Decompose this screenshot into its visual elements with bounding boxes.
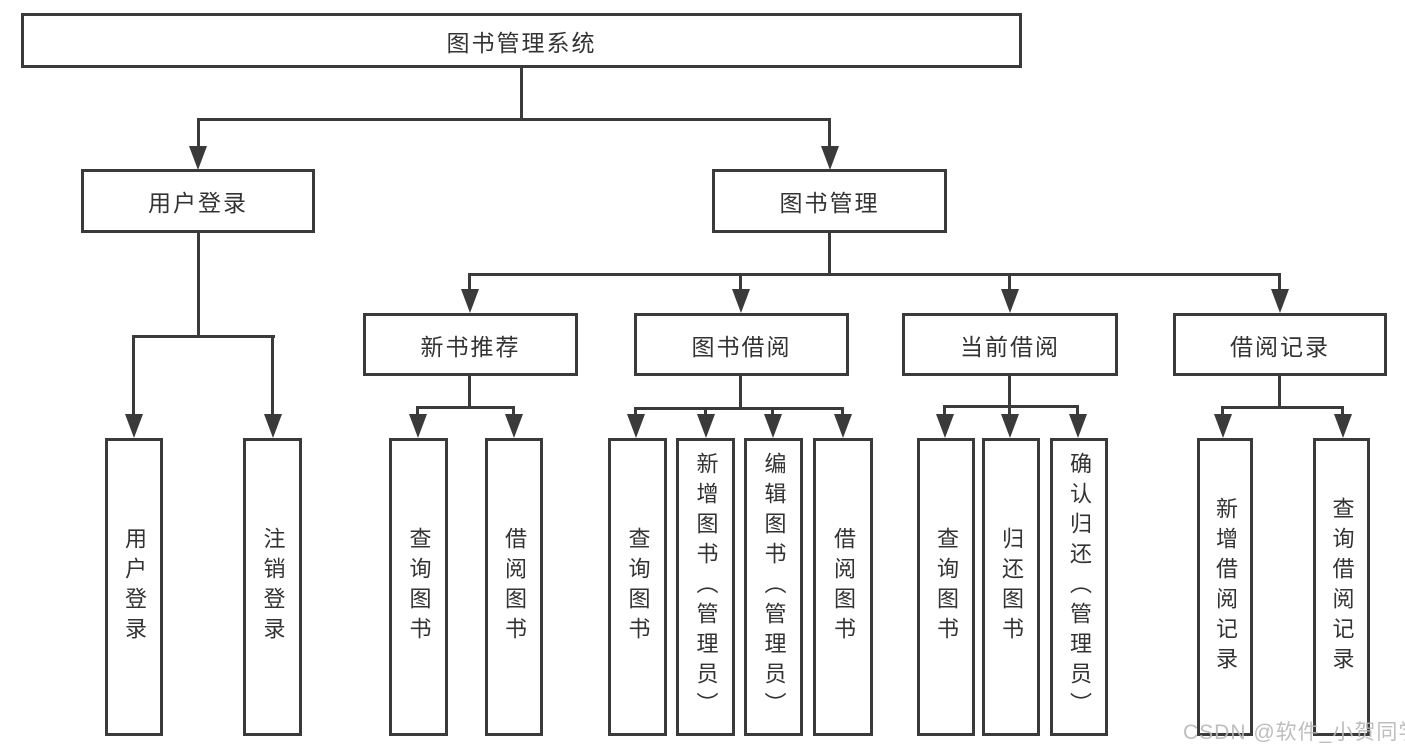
arrowhead-leaf-e1 <box>1214 414 1232 438</box>
leaf-add-borrow-record-label: 新增借阅记录 <box>1213 497 1238 677</box>
node-current: 当前借阅 <box>902 313 1118 376</box>
leaf-borrow-books: 借阅图书 <box>813 438 873 736</box>
connector-current-stem <box>1008 376 1011 405</box>
connector-new-books-branch <box>417 406 515 409</box>
leaf-return-books: 归还图书 <box>982 438 1040 736</box>
connector-level2-branch <box>197 118 831 121</box>
connector-drop-leaf-c2 <box>704 407 707 417</box>
node-user-login-label: 用户登录 <box>148 190 248 216</box>
leaf-query-borrow-record-label: 查询借阅记录 <box>1329 497 1355 677</box>
leaf-query-books-borrow: 查询图书 <box>608 438 667 736</box>
node-records: 借阅记录 <box>1173 313 1387 376</box>
arrowhead-leaf-a1 <box>125 414 143 438</box>
leaf-edit-books-admin: 编辑图书（管理员） <box>744 438 803 736</box>
connector-drop-borrow <box>739 273 742 291</box>
arrowhead-leaf-b1 <box>409 414 427 438</box>
arrowhead-new-books <box>461 289 479 313</box>
connector-drop-book-mgmt <box>828 118 831 148</box>
leaf-query-books-newbooks: 查询图书 <box>389 438 448 736</box>
connector-new-books-stem <box>468 376 471 406</box>
node-new-books-label: 新书推荐 <box>420 333 521 360</box>
connector-drop-leaf-d3 <box>1076 405 1079 417</box>
node-borrow-label: 图书借阅 <box>691 333 792 360</box>
connector-drop-records <box>1278 273 1281 291</box>
connector-book-mgmt-stem <box>828 233 831 273</box>
node-root-library-system: 图书管理系统 <box>21 13 1022 68</box>
connector-current-branch <box>944 405 1079 408</box>
connector-drop-current <box>1008 273 1011 291</box>
leaf-confirm-return-admin-label: 确认归还（管理员） <box>1067 452 1092 722</box>
connector-drop-leaf-c1 <box>634 407 637 417</box>
arrowhead-leaf-c3 <box>764 414 782 438</box>
node-root-label: 图书管理系统 <box>446 29 597 56</box>
node-borrow: 图书借阅 <box>634 313 849 376</box>
leaf-add-books-admin: 新增图书（管理员） <box>676 438 735 736</box>
leaf-logout: 注销登录 <box>243 438 302 736</box>
connector-user-login-branch <box>133 335 275 338</box>
leaf-query-borrow-record: 查询借阅记录 <box>1313 438 1370 736</box>
node-book-mgmt: 图书管理 <box>712 169 947 233</box>
arrowhead-leaf-d3 <box>1069 414 1087 438</box>
leaf-query-books-newbooks-label: 查询图书 <box>406 527 432 647</box>
connector-drop-leaf-a1 <box>132 335 135 415</box>
connector-drop-leaf-a2 <box>271 335 274 415</box>
csdn-watermark: CSDN @软件_小贺同学 <box>1183 721 1405 744</box>
connector-drop-leaf-b1 <box>416 406 419 418</box>
connector-drop-leaf-d1 <box>943 405 946 417</box>
arrowhead-leaf-c2 <box>697 414 715 438</box>
leaf-return-books-label: 归还图书 <box>999 527 1024 647</box>
connector-drop-leaf-b2 <box>512 406 515 418</box>
arrowhead-leaf-b2 <box>505 414 523 438</box>
leaf-query-books-current-label: 查询图书 <box>934 527 959 647</box>
leaf-user-login-label: 用户登录 <box>122 527 147 647</box>
arrowhead-book-mgmt <box>821 146 839 170</box>
leaf-confirm-return-admin: 确认归还（管理员） <box>1050 438 1108 736</box>
arrowhead-leaf-e2 <box>1334 414 1352 438</box>
node-records-label: 借阅记录 <box>1230 333 1330 360</box>
leaf-query-books-borrow-label: 查询图书 <box>625 527 651 647</box>
connector-level3-branch <box>469 273 1281 276</box>
leaf-add-books-admin-label: 新增图书（管理员） <box>693 452 719 722</box>
leaf-borrow-books-newbooks: 借阅图书 <box>485 438 543 736</box>
node-book-mgmt-label: 图书管理 <box>779 190 880 216</box>
connector-drop-leaf-d2 <box>1008 405 1011 417</box>
leaf-borrow-books-newbooks-label: 借阅图书 <box>502 527 527 647</box>
connector-root-stem <box>520 68 523 118</box>
connector-user-login-stem <box>197 233 200 335</box>
arrowhead-user-login <box>189 146 207 170</box>
leaf-query-books-current: 查询图书 <box>917 438 975 736</box>
arrowhead-records <box>1271 289 1289 313</box>
connector-drop-leaf-c4 <box>841 407 844 417</box>
connector-records-branch <box>1222 406 1344 409</box>
arrowhead-borrow <box>732 289 750 313</box>
arrowhead-leaf-c4 <box>834 414 852 438</box>
connector-drop-leaf-e2 <box>1341 406 1344 418</box>
node-current-label: 当前借阅 <box>960 333 1060 360</box>
arrowhead-leaf-d2 <box>1001 414 1019 438</box>
leaf-add-borrow-record: 新增借阅记录 <box>1197 438 1253 736</box>
node-user-login: 用户登录 <box>81 169 315 233</box>
leaf-borrow-books-label: 借阅图书 <box>831 527 856 647</box>
connector-drop-leaf-e1 <box>1221 406 1224 418</box>
connector-records-stem <box>1278 376 1281 406</box>
leaf-edit-books-admin-label: 编辑图书（管理员） <box>761 452 787 722</box>
leaf-user-login: 用户登录 <box>105 438 163 736</box>
node-new-books: 新书推荐 <box>363 313 578 376</box>
connector-borrow-branch <box>635 407 844 410</box>
arrowhead-leaf-a2 <box>264 414 282 438</box>
connector-drop-new-books <box>468 273 471 291</box>
leaf-logout-label: 注销登录 <box>260 527 286 647</box>
connector-drop-user-login <box>197 118 200 148</box>
connector-borrow-stem <box>739 376 742 407</box>
arrowhead-leaf-d1 <box>936 414 954 438</box>
arrowhead-leaf-c1 <box>627 414 645 438</box>
arrowhead-current <box>1001 289 1019 313</box>
connector-drop-leaf-c3 <box>771 407 774 417</box>
